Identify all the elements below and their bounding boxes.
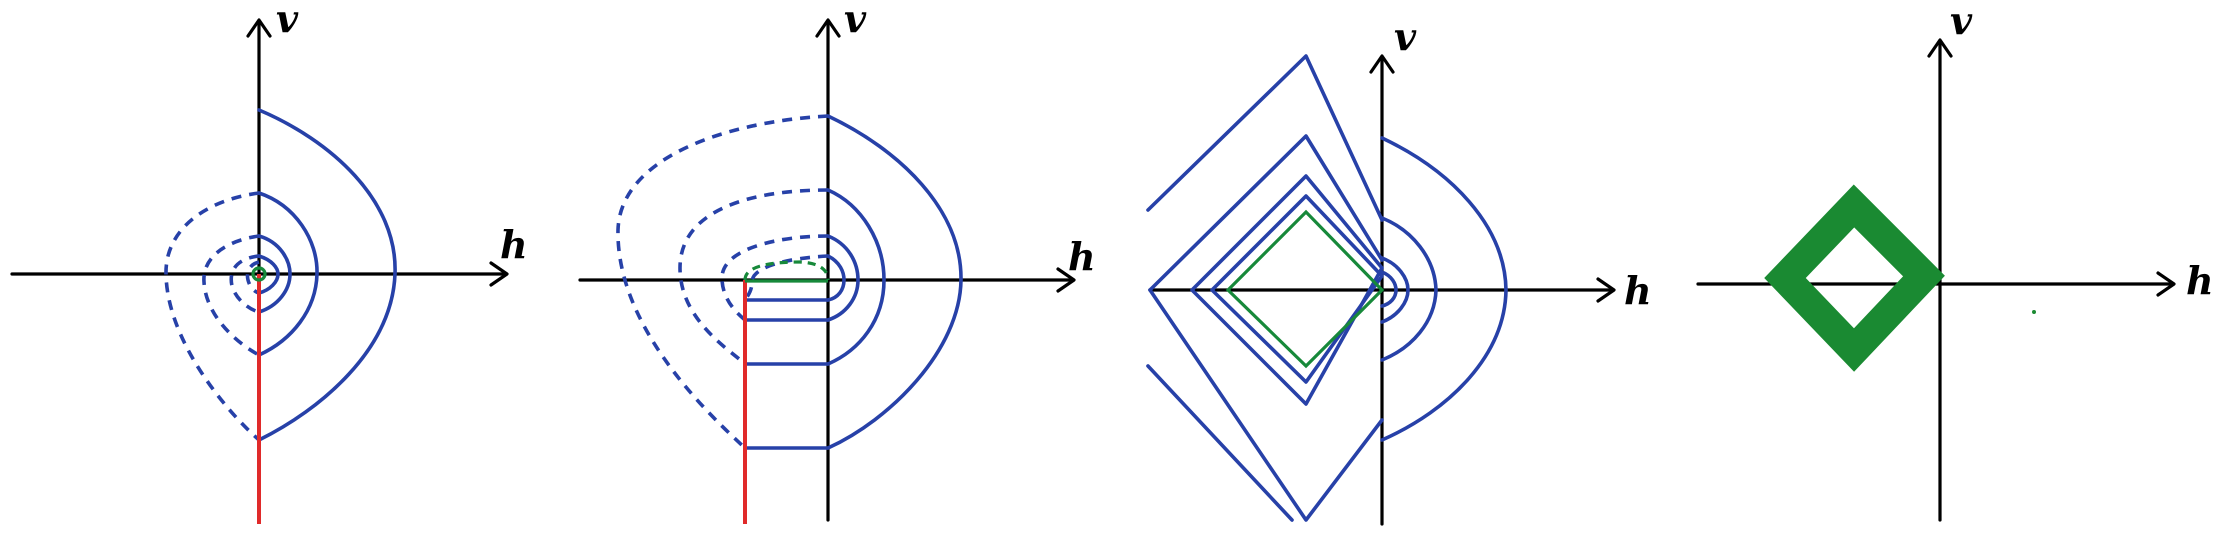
level-curve — [257, 234, 292, 314]
level-curve-dashed — [720, 234, 829, 322]
h-axis-label: h — [1068, 234, 1096, 279]
v-axis-arrowhead — [1927, 38, 1953, 58]
highlight-diamond-thick — [1764, 184, 1945, 372]
level-curve — [1380, 256, 1410, 324]
level-curve — [1380, 136, 1508, 442]
h-axis-label: h — [1624, 268, 1652, 313]
v-axis-label: v — [844, 0, 867, 41]
v-axis-label: v — [276, 0, 299, 41]
h-axis-arrowhead — [1596, 277, 1616, 303]
level-polyline — [1146, 54, 1384, 222]
panel-4-axes: h v — [1696, 0, 2214, 522]
level-curve — [257, 191, 319, 357]
panel-1: h v — [10, 0, 528, 524]
level-curve-dashed — [245, 260, 260, 295]
h-axis-arrowhead — [489, 261, 509, 287]
level-diamond — [1210, 194, 1384, 384]
h-axis-arrowhead — [1056, 267, 1076, 293]
level-curve — [826, 234, 860, 322]
level-curve — [826, 254, 846, 302]
level-curve-dashed — [202, 234, 260, 357]
level-polyline — [1148, 288, 1384, 522]
highlight-diamond — [1225, 209, 1385, 369]
panel-3-level-curves — [1146, 54, 1508, 522]
level-curve — [257, 108, 397, 442]
level-diamond — [1190, 174, 1384, 406]
level-curve — [1380, 270, 1398, 308]
panel-4: h v — [1696, 0, 2214, 522]
h-axis-label: h — [2186, 258, 2214, 303]
panel-1-axes: h v — [10, 0, 528, 517]
optimum-point — [251, 266, 267, 282]
level-curve — [1380, 216, 1438, 362]
h-axis-arrowhead — [2156, 271, 2176, 297]
level-polyline — [1148, 134, 1384, 292]
level-curve-dashed — [229, 254, 260, 314]
v-axis-arrowhead — [1369, 54, 1395, 74]
dot — [2032, 310, 2036, 314]
level-polyline — [1146, 364, 1294, 522]
level-curve-dashed — [616, 114, 829, 450]
level-curve-dashed — [678, 188, 829, 366]
panel-3: h v — [1146, 14, 1652, 526]
v-axis-arrowhead — [815, 18, 841, 38]
h-axis-label: h — [500, 222, 528, 267]
level-curve — [257, 254, 280, 295]
panel-2-level-curves — [616, 114, 963, 450]
level-curve-dashed — [164, 191, 261, 442]
level-curve — [826, 114, 963, 450]
v-axis-label: v — [1950, 0, 1973, 43]
panel-2: h v — [578, 0, 1096, 524]
v-axis-label: v — [1394, 14, 1417, 59]
level-curve — [826, 188, 886, 366]
v-axis-arrowhead — [246, 18, 272, 38]
panel-1-level-curves — [164, 108, 397, 442]
highlight-curve-dashed — [743, 260, 830, 281]
